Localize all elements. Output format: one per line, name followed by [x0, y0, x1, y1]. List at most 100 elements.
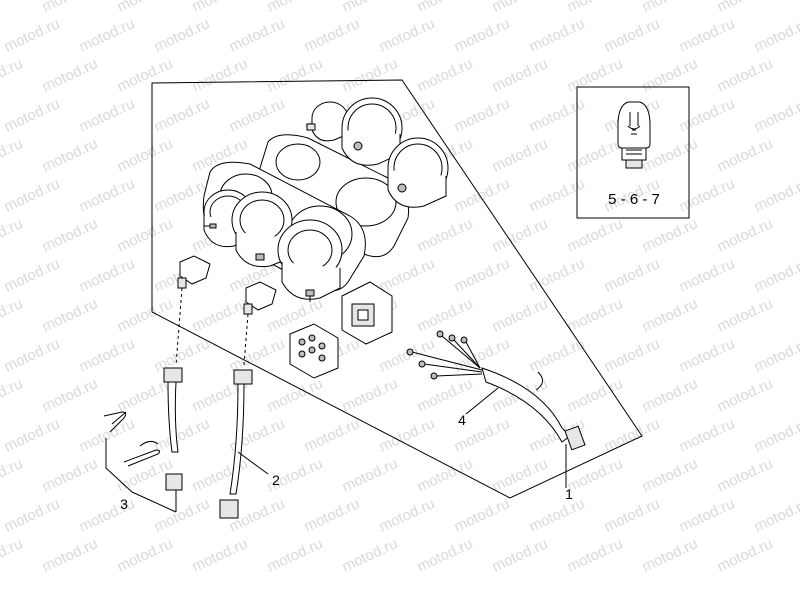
watermark-text: motod.ru	[565, 295, 626, 335]
watermark-text: motod.ru	[152, 15, 213, 55]
watermark-text: motod.ru	[0, 295, 25, 335]
watermark-text: motod.ru	[40, 455, 101, 495]
watermark-text: motod.ru	[565, 215, 626, 255]
watermark-text: motod.ru	[715, 375, 776, 415]
watermark-text: motod.ru	[340, 375, 401, 415]
watermark-text: motod.ru	[490, 215, 551, 255]
watermark-text: motod.ru	[527, 95, 588, 135]
watermark-text: motod.ru	[527, 255, 588, 295]
watermark-text: motod.ru	[115, 295, 176, 335]
inset-label: 5 - 6 - 7	[608, 191, 660, 208]
watermark-text: motod.ru	[677, 495, 738, 535]
watermark-text: motod.ru	[565, 135, 626, 175]
watermark-text: motod.ru	[640, 295, 701, 335]
watermark-text: motod.ru	[2, 335, 63, 375]
watermark-text: motod.ru	[40, 295, 101, 335]
watermark-text: motod.ru	[565, 0, 626, 16]
watermark-text: motod.ru	[490, 295, 551, 335]
watermark-text: motod.ru	[415, 375, 476, 415]
watermark-text: motod.ru	[265, 55, 326, 95]
watermark-text: motod.ru	[77, 415, 138, 455]
watermark-text: motod.ru	[677, 255, 738, 295]
watermark-text: motod.ru	[602, 335, 663, 375]
watermark-text: motod.ru	[527, 495, 588, 535]
watermark-text: motod.ru	[640, 535, 701, 575]
watermark-text: motod.ru	[0, 535, 25, 575]
watermark-text: motod.ru	[0, 0, 25, 16]
watermark-text: motod.ru	[452, 255, 513, 295]
watermark-text: motod.ru	[227, 15, 288, 55]
watermark-text: motod.ru	[752, 495, 800, 535]
watermark-text: motod.ru	[2, 95, 63, 135]
gauge-front-right	[277, 219, 343, 302]
watermark-text: motod.ru	[115, 215, 176, 255]
watermark-text: motod.ru	[2, 495, 63, 535]
assembly-outline	[151, 79, 643, 499]
watermark-text: motod.ru	[190, 55, 251, 95]
watermark-text: motod.ru	[302, 415, 363, 455]
speedometer-cable-right	[219, 313, 253, 519]
callout-label-1: 1	[565, 486, 573, 502]
watermark-text: motod.ru	[77, 255, 138, 295]
watermark-text: motod.ru	[77, 495, 138, 535]
watermark-text: motod.ru	[565, 535, 626, 575]
watermark-text: motod.ru	[2, 175, 63, 215]
watermark-text: motod.ru	[715, 135, 776, 175]
watermark-text: motod.ru	[640, 455, 701, 495]
speedometer-cable-left	[163, 287, 183, 491]
watermark-text: motod.ru	[115, 0, 176, 16]
watermark-text: motod.ru	[152, 95, 213, 135]
watermark-text: motod.ru	[77, 175, 138, 215]
watermark-text: motod.ru	[77, 15, 138, 55]
watermark-text: motod.ru	[340, 0, 401, 16]
watermark-text: motod.ru	[715, 535, 776, 575]
watermark-text: motod.ru	[40, 375, 101, 415]
watermark-text: motod.ru	[677, 15, 738, 55]
watermark-text: motod.ru	[490, 135, 551, 175]
watermark-text: motod.ru	[490, 0, 551, 16]
watermark-text: motod.ru	[415, 295, 476, 335]
retaining-clip-lower	[123, 440, 161, 467]
watermark-text: motod.ru	[0, 455, 25, 495]
watermark-text: motod.ru	[677, 175, 738, 215]
watermark-text: motod.ru	[115, 55, 176, 95]
watermark-text: motod.ru	[115, 135, 176, 175]
watermark-text: motod.ru	[2, 255, 63, 295]
watermark-text: motod.ru	[190, 0, 251, 16]
watermark-text: motod.ru	[377, 415, 438, 455]
watermark-text: motod.ru	[40, 135, 101, 175]
gauge-large-rear-1	[341, 97, 403, 166]
watermark-text: motod.ru	[677, 415, 738, 455]
watermark-text: motod.ru	[752, 15, 800, 55]
watermark-text: motod.ru	[565, 55, 626, 95]
watermark-text: motod.ru	[77, 95, 138, 135]
watermark-text: motod.ru	[40, 0, 101, 16]
watermark-text: motod.ru	[715, 295, 776, 335]
watermark-text: motod.ru	[602, 15, 663, 55]
watermark-text: motod.ru	[340, 455, 401, 495]
watermark-text: motod.ru	[752, 415, 800, 455]
callout-label-4: 4	[458, 412, 466, 428]
watermark-text: motod.ru	[415, 55, 476, 95]
watermark-text: motod.ru	[752, 255, 800, 295]
indicator-panel	[341, 281, 393, 345]
watermark-text: motod.ru	[377, 15, 438, 55]
watermark-text: motod.ru	[0, 55, 25, 95]
watermark-text: motod.ru	[40, 55, 101, 95]
watermark-text: motod.ru	[752, 335, 800, 375]
watermark-text: motod.ru	[190, 455, 251, 495]
watermark-text: motod.ru	[302, 495, 363, 535]
watermark-text: motod.ru	[340, 55, 401, 95]
watermark-text: motod.ru	[415, 0, 476, 16]
watermark-text: motod.ru	[640, 215, 701, 255]
watermark-text: motod.ru	[602, 495, 663, 535]
leader-line-3	[105, 438, 177, 513]
bulb-icon	[617, 101, 651, 169]
gauge-large-rear-2	[387, 137, 449, 208]
watermark-text: motod.ru	[77, 335, 138, 375]
wiring-harness	[406, 330, 586, 451]
watermark-text: motod.ru	[715, 55, 776, 95]
watermark-text: motod.ru	[265, 375, 326, 415]
